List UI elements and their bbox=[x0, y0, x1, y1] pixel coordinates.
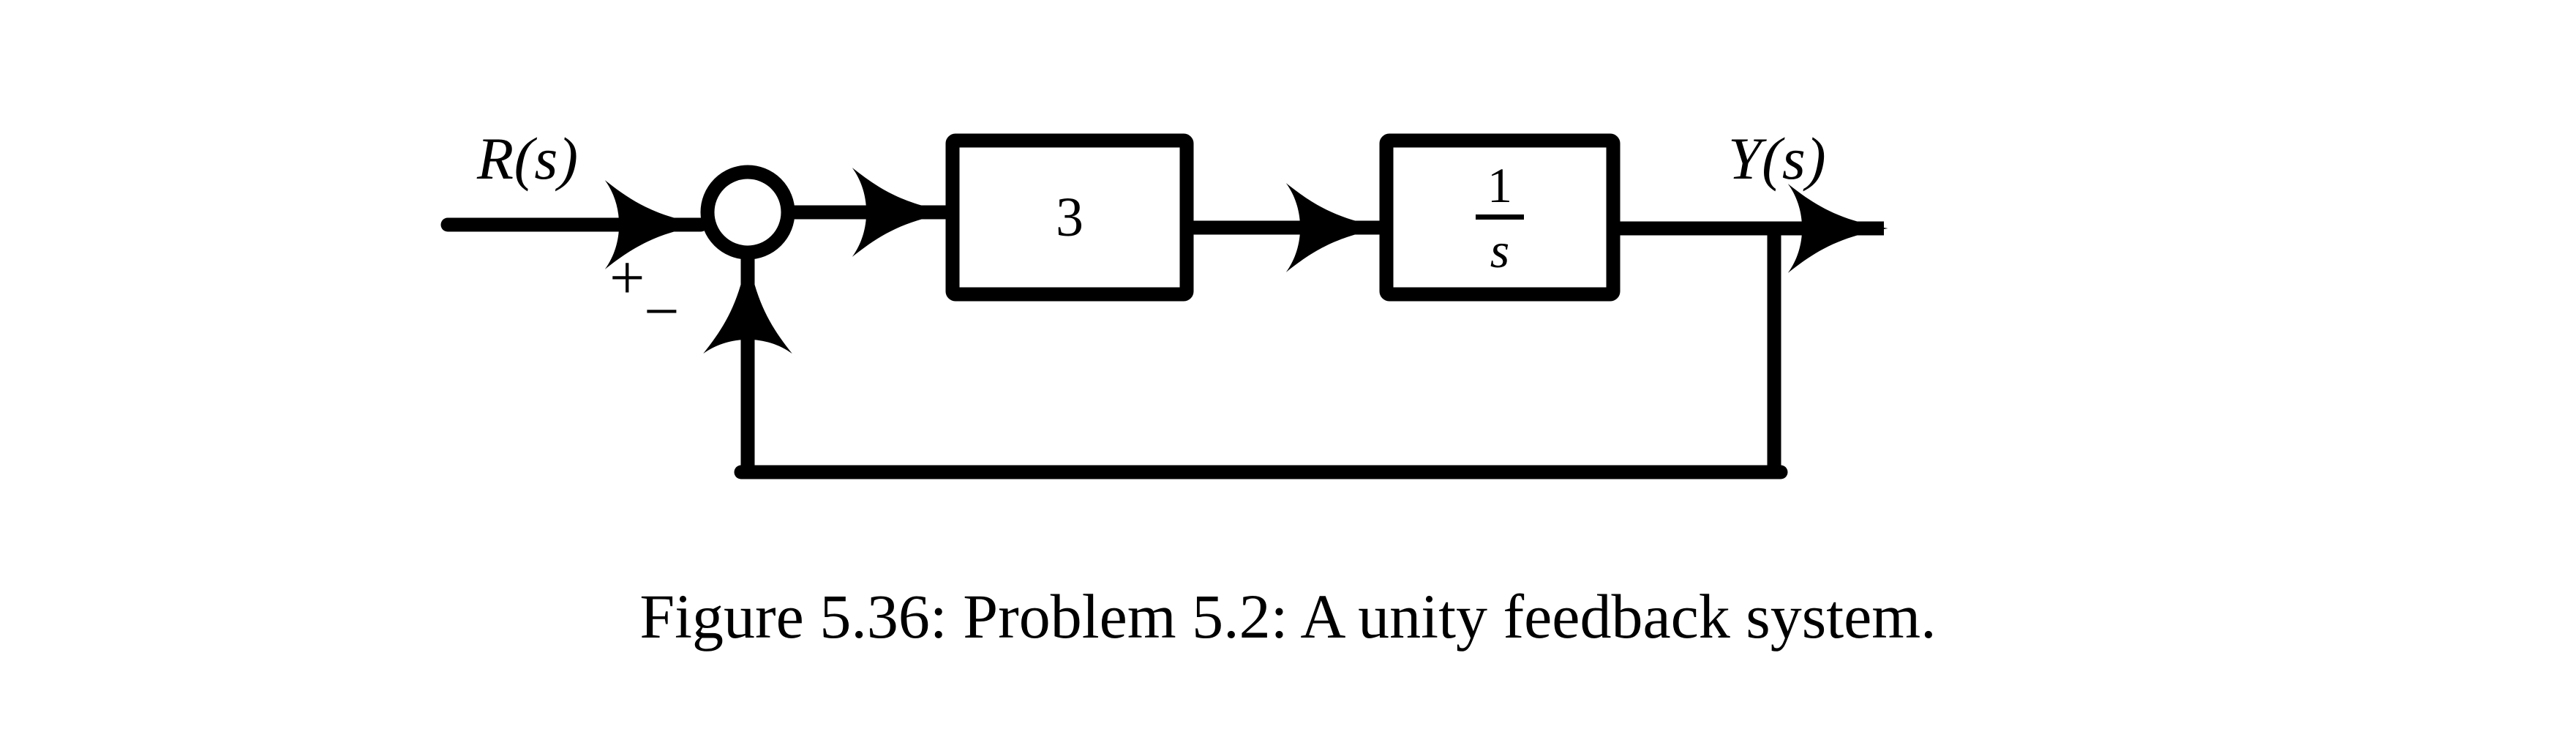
fraction-denominator: s bbox=[1490, 222, 1510, 278]
summing-junction-plus-sign: + bbox=[609, 242, 645, 313]
gain-block-label: 3 bbox=[1056, 186, 1084, 248]
figure-caption: Figure 5.36: Problem 5.2: A unity feedba… bbox=[639, 581, 1937, 651]
output-signal-label: Y(s) bbox=[1728, 125, 1827, 192]
fraction-bar bbox=[1476, 214, 1524, 220]
summing-junction bbox=[700, 165, 795, 260]
fraction-numerator: 1 bbox=[1487, 157, 1512, 213]
gain-block-rect bbox=[945, 133, 1194, 302]
summing-junction-minus-sign: − bbox=[644, 276, 680, 346]
transfer-function-fraction: 1 s bbox=[1476, 160, 1524, 275]
input-signal-label: R(s) bbox=[477, 125, 579, 192]
integrator-block-label: 1 s bbox=[1386, 141, 1613, 294]
